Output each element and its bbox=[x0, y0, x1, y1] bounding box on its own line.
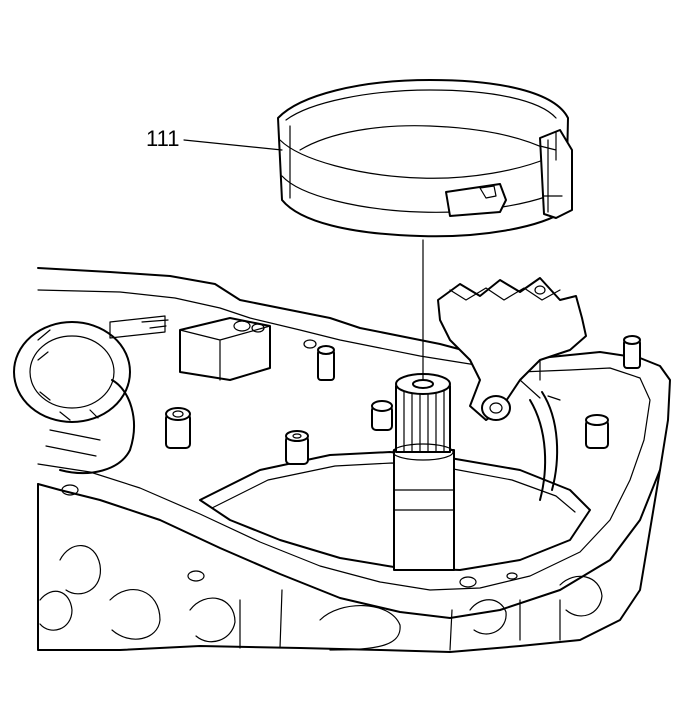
stud-3 bbox=[165, 407, 191, 449]
transmission-band bbox=[277, 79, 573, 238]
callout-111: 111 bbox=[146, 126, 283, 151]
splined-shaft bbox=[392, 373, 455, 571]
stud-1 bbox=[317, 345, 335, 381]
callout-leader-111 bbox=[183, 139, 283, 151]
stud-4 bbox=[285, 430, 309, 465]
band-anchor-bracket bbox=[437, 277, 587, 501]
stud-6 bbox=[371, 400, 393, 431]
stud-5 bbox=[585, 414, 609, 449]
callout-label-111: 111 bbox=[146, 126, 179, 151]
stud-2 bbox=[623, 335, 641, 369]
transmission-case bbox=[13, 267, 671, 653]
